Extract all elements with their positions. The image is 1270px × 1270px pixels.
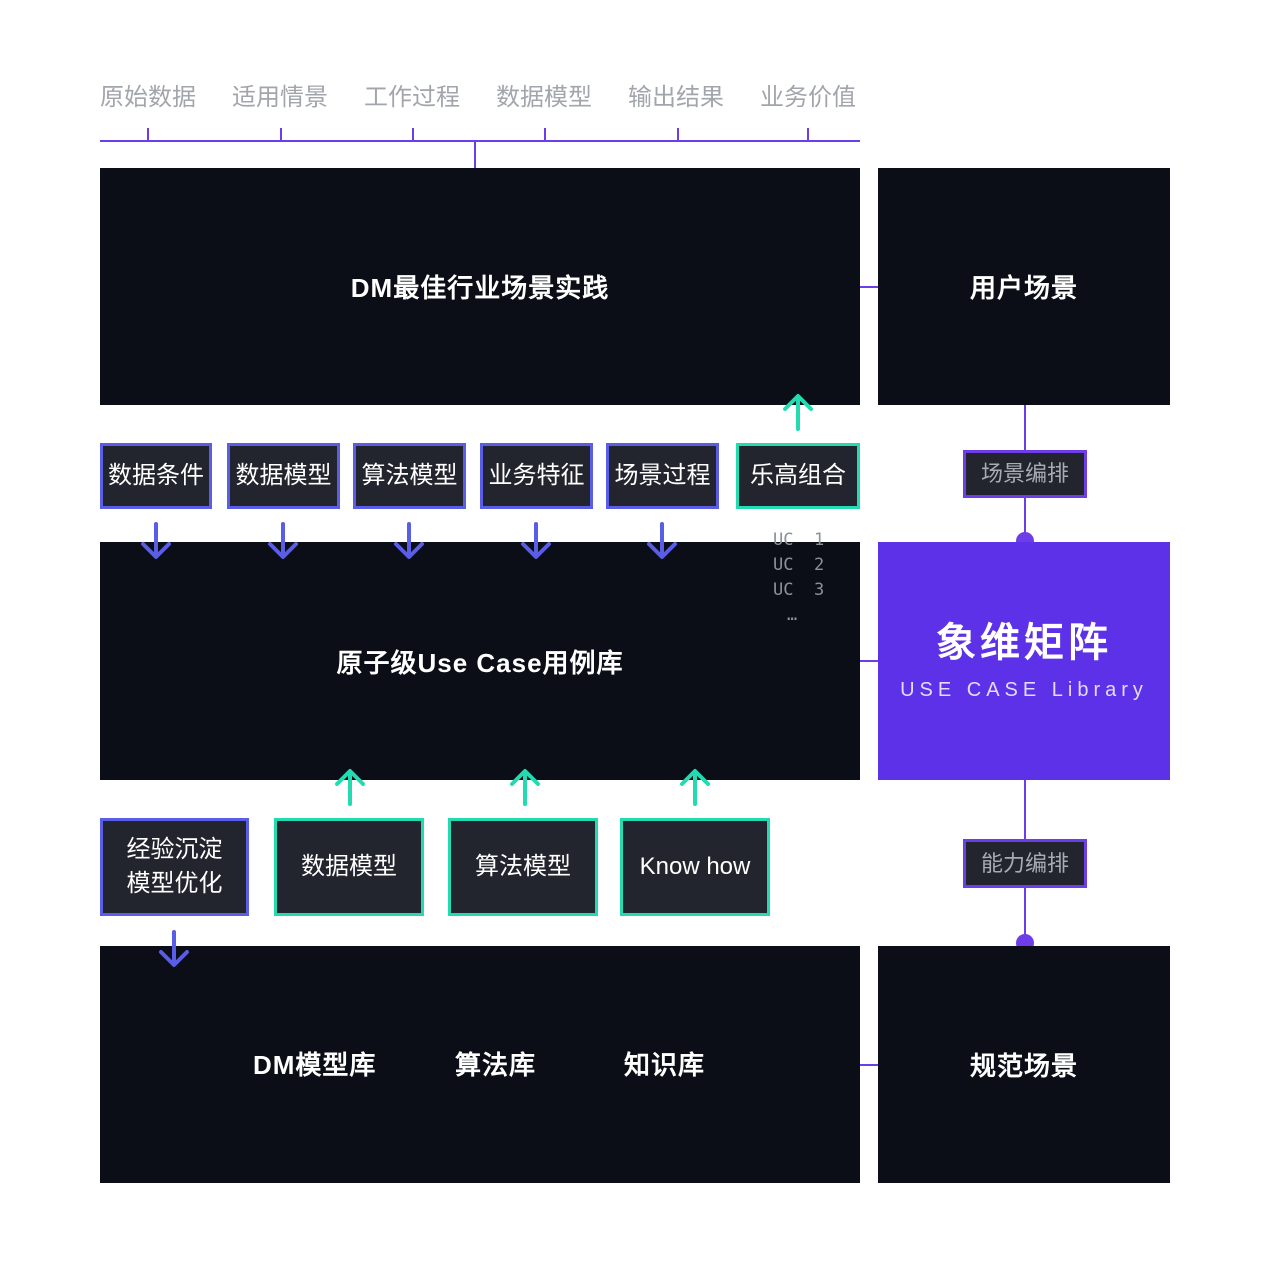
user-scene-panel: 用户场景 bbox=[878, 168, 1170, 405]
arrow-up-icon bbox=[510, 769, 540, 806]
chip-algorithm-model: 算法模型 bbox=[353, 443, 466, 509]
header-timeline-line bbox=[100, 140, 860, 142]
header-tick bbox=[147, 128, 149, 141]
usecase-library-panel: 原子级Use Case用例库 bbox=[100, 542, 860, 780]
connector-practice-user bbox=[860, 286, 878, 288]
uc-item: UC 1 bbox=[773, 530, 825, 550]
ability-arrange-tag: 能力编排 bbox=[963, 839, 1087, 888]
chip-scene-process: 场景过程 bbox=[606, 443, 719, 509]
norm-scene-panel: 规范场景 bbox=[878, 946, 1170, 1183]
chip-line: 模型优化 bbox=[126, 870, 223, 897]
connector-library-norm bbox=[860, 1064, 878, 1066]
arrow-down-icon bbox=[394, 522, 424, 559]
header-label-applicable-scene: 适用情景 bbox=[232, 84, 328, 111]
arrow-down-icon bbox=[647, 522, 677, 559]
chip-line: 经验沉淀 bbox=[126, 836, 223, 863]
header-label-output-result: 输出结果 bbox=[628, 84, 724, 111]
usecase-library-title: 原子级Use Case用例库 bbox=[336, 647, 624, 678]
header-label-work-process: 工作过程 bbox=[364, 84, 460, 111]
chip-business-feature: 业务特征 bbox=[480, 443, 593, 509]
arrow-up-icon bbox=[783, 394, 813, 431]
algorithm-library-label: 算法库 bbox=[455, 1050, 537, 1080]
uc-item: UC 2 bbox=[773, 555, 825, 575]
dm-model-library-label: DM模型库 bbox=[253, 1050, 377, 1080]
uc-item: UC 3 bbox=[773, 580, 825, 600]
header-label-data-model: 数据模型 bbox=[496, 84, 592, 111]
header-connector bbox=[474, 141, 476, 168]
arrow-down-icon bbox=[268, 522, 298, 559]
practice-panel-title: DM最佳行业场景实践 bbox=[350, 273, 610, 303]
norm-scene-title: 规范场景 bbox=[969, 1051, 1078, 1081]
header-tick bbox=[807, 128, 809, 141]
chip-experience-optimization: 经验沉淀 模型优化 bbox=[100, 818, 249, 916]
header-tick bbox=[412, 128, 414, 141]
knowledge-library-label: 知识库 bbox=[624, 1050, 706, 1080]
uc-item-more: … bbox=[787, 605, 798, 625]
uc-list: UC 1 UC 2 UC 3 … bbox=[773, 528, 824, 628]
practice-panel: DM最佳行业场景实践 bbox=[100, 168, 860, 405]
connector-logo-tag bbox=[1024, 780, 1026, 842]
arrow-down-icon bbox=[521, 522, 551, 559]
header-label-raw-data: 原始数据 bbox=[100, 84, 196, 111]
header-label-business-value: 业务价值 bbox=[760, 84, 856, 111]
arrow-up-icon bbox=[680, 769, 710, 806]
header-tick bbox=[544, 128, 546, 141]
arrow-down-icon bbox=[159, 930, 189, 967]
chip-algorithm-model-bottom: 算法模型 bbox=[448, 818, 598, 916]
chip-data-condition: 数据条件 bbox=[100, 443, 212, 509]
chip-data-model-bottom: 数据模型 bbox=[274, 818, 424, 916]
chip-know-how: Know how bbox=[620, 818, 770, 916]
arrow-down-icon bbox=[141, 522, 171, 559]
chip-lego-combination: 乐高组合 bbox=[736, 443, 860, 509]
logo-subtitle: USE CASE Library bbox=[900, 679, 1148, 701]
logo-mark: 象维矩阵 bbox=[936, 621, 1112, 665]
library-panel bbox=[100, 946, 860, 1183]
header-tick bbox=[677, 128, 679, 141]
arrow-up-icon bbox=[335, 769, 365, 806]
usecase-library-logo: 象维矩阵 USE CASE Library bbox=[878, 542, 1170, 780]
connector-tag-norm bbox=[1024, 886, 1026, 946]
connector-tag-logo bbox=[1024, 496, 1026, 542]
scene-arrange-tag: 场景编排 bbox=[963, 450, 1087, 498]
connector-usecase-logo bbox=[860, 660, 878, 662]
chip-data-model: 数据模型 bbox=[227, 443, 340, 509]
header-tick bbox=[280, 128, 282, 141]
connector-user-tag bbox=[1024, 405, 1026, 455]
user-scene-title: 用户场景 bbox=[969, 273, 1078, 303]
